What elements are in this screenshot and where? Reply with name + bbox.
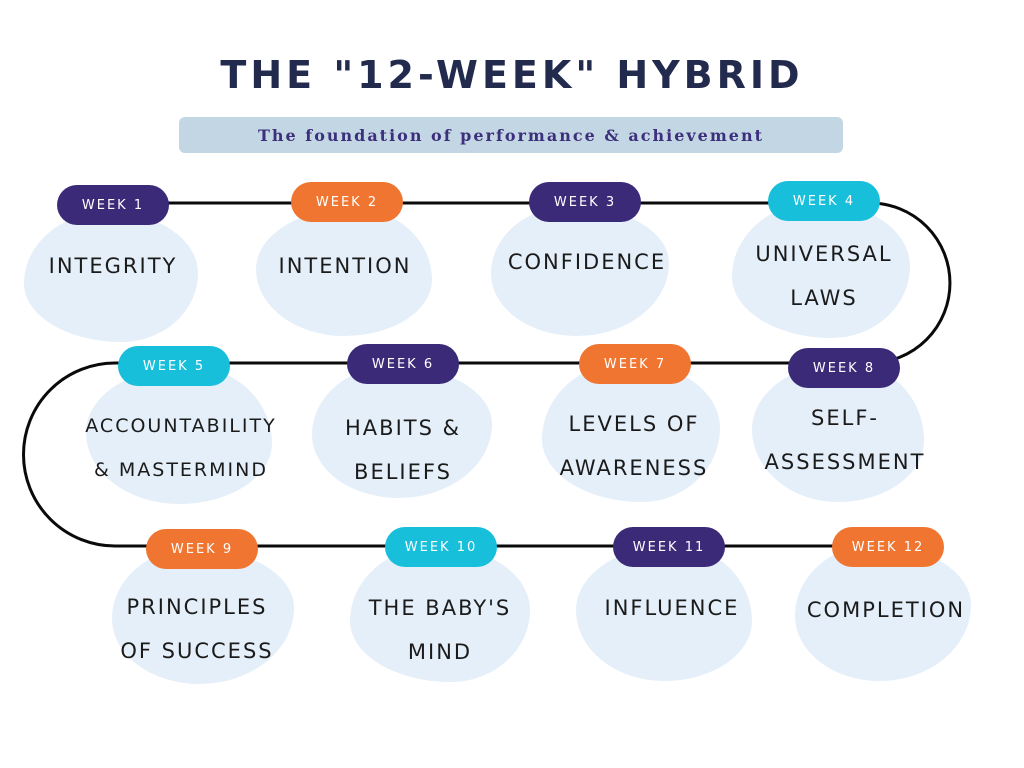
week-4-badge: WEEK 4 bbox=[768, 181, 880, 221]
week-5-topic-line: ACCOUNTABILITY bbox=[85, 415, 277, 437]
week-3-badge: WEEK 3 bbox=[529, 182, 641, 222]
week-5-badge: WEEK 5 bbox=[118, 346, 230, 386]
week-6-topic-line: BELIEFS bbox=[354, 460, 452, 484]
week-12-bubble bbox=[795, 545, 971, 681]
week-12-badge: WEEK 12 bbox=[832, 527, 944, 567]
week-11-topic-line: INFLUENCE bbox=[604, 596, 740, 620]
week-5-topic-line: & MASTERMIND bbox=[94, 459, 268, 481]
week-2-topic-line: INTENTION bbox=[278, 254, 412, 278]
week-10-badge: WEEK 10 bbox=[385, 527, 497, 567]
week-1-bubble bbox=[24, 212, 198, 342]
subtitle: The foundation of performance & achievem… bbox=[258, 125, 764, 145]
week-9-badge: WEEK 9 bbox=[146, 529, 258, 569]
week-2-badge: WEEK 2 bbox=[291, 182, 403, 222]
week-7-bubble bbox=[542, 362, 720, 502]
week-9-bubble bbox=[112, 548, 294, 684]
week-11-bubble bbox=[576, 545, 752, 681]
week-3-topic-line: CONFIDENCE bbox=[507, 250, 667, 274]
week-4-topic-line: LAWS bbox=[790, 286, 858, 310]
week-1-badge: WEEK 1 bbox=[57, 185, 169, 225]
week-8-badge: WEEK 8 bbox=[788, 348, 900, 388]
week-1-topic-line: INTEGRITY bbox=[48, 254, 178, 278]
week-12-topic-line: COMPLETION bbox=[806, 598, 966, 622]
page-title: THE "12-WEEK" HYBRID bbox=[220, 53, 804, 97]
week-7-badge: WEEK 7 bbox=[579, 344, 691, 384]
week-11-badge: WEEK 11 bbox=[613, 527, 725, 567]
week-8-topic-line: ASSESSMENT bbox=[764, 450, 926, 474]
week-6-bubble bbox=[312, 366, 492, 498]
week-8-topic-line: SELF- bbox=[811, 406, 879, 430]
week-9-topic-line: PRINCIPLES bbox=[126, 595, 268, 619]
week-7-topic-line: LEVELS OF bbox=[568, 412, 700, 436]
week-9-topic-line: OF SUCCESS bbox=[120, 639, 274, 663]
week-10-topic-line: MIND bbox=[407, 640, 473, 664]
week-6-topic-line: HABITS & bbox=[345, 416, 461, 440]
week-10-topic-line: THE BABY'S bbox=[368, 596, 512, 620]
week-5-bubble bbox=[86, 366, 272, 504]
week-10-bubble bbox=[350, 546, 530, 682]
week-7-topic-line: AWARENESS bbox=[559, 456, 709, 480]
week-2-bubble bbox=[256, 208, 432, 336]
week-3-bubble bbox=[491, 206, 669, 336]
subtitle-banner: The foundation of performance & achievem… bbox=[179, 117, 843, 153]
week-4-bubble bbox=[732, 202, 910, 338]
week-4-topic-line: UNIVERSAL bbox=[755, 242, 893, 266]
week-6-badge: WEEK 6 bbox=[347, 344, 459, 384]
